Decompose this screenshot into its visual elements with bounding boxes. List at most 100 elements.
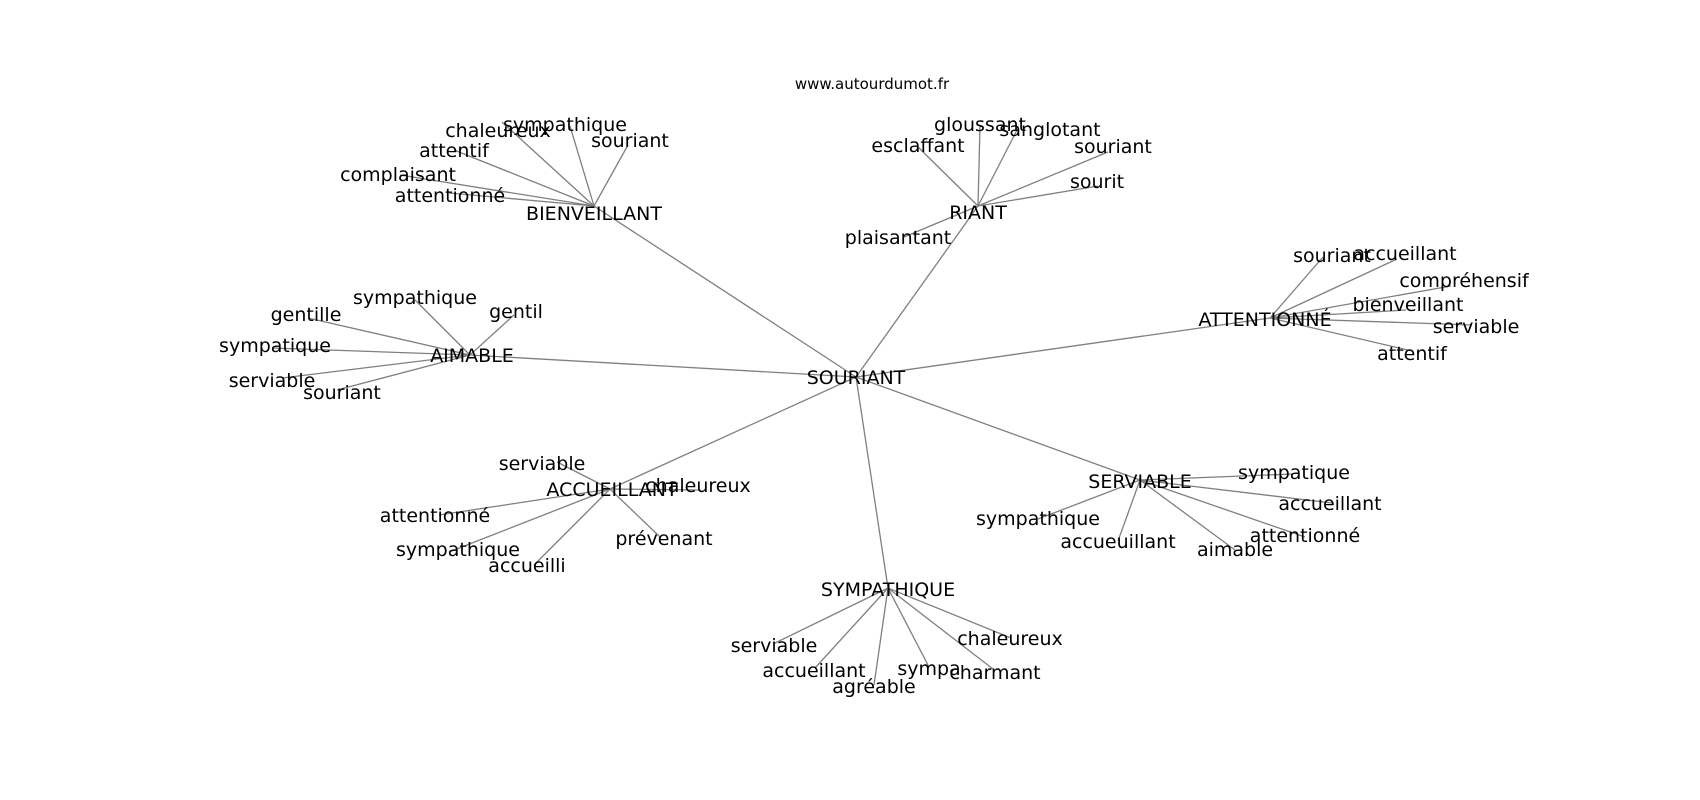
word-node-label: attentif bbox=[419, 140, 490, 162]
word-node-label: sympathique bbox=[503, 114, 627, 136]
edge-group-to-word bbox=[1139, 479, 1236, 551]
edge-group-to-word bbox=[1037, 479, 1141, 520]
edge-center-to-group bbox=[855, 205, 979, 378]
edge-group-to-word bbox=[469, 314, 515, 356]
edge-group-to-word bbox=[1139, 479, 1306, 538]
word-node-label: accueuillant bbox=[1060, 531, 1175, 553]
edge-group-to-word bbox=[887, 587, 930, 668]
edge-group-to-word bbox=[977, 129, 1018, 207]
edge-group-to-word bbox=[1139, 479, 1333, 504]
word-node-label: compréhensif bbox=[1399, 270, 1530, 292]
word-node-label: sympatique bbox=[1238, 462, 1350, 484]
edge-group-to-word bbox=[453, 149, 595, 207]
word-node-label: souriant bbox=[1293, 245, 1371, 267]
word-node-label: attentionné bbox=[380, 505, 490, 527]
word-node-label: agréable bbox=[832, 676, 915, 698]
graph-edges bbox=[271, 121, 1473, 686]
word-node-label: attentif bbox=[1377, 343, 1448, 365]
word-node-label: gentille bbox=[271, 304, 342, 326]
center-node-label: SOURIANT bbox=[807, 367, 906, 389]
edge-center-to-group bbox=[609, 376, 857, 490]
edge-group-to-word bbox=[1269, 309, 1407, 319]
word-node-label: aimable bbox=[1197, 539, 1273, 561]
word-node-label: sympatique bbox=[219, 335, 331, 357]
edge-center-to-group bbox=[855, 376, 889, 589]
word-node-label: gentil bbox=[489, 301, 543, 323]
edge-group-to-word bbox=[1269, 285, 1452, 319]
edge-group-to-word bbox=[414, 299, 471, 356]
group-node-label: AIMABLE bbox=[430, 345, 514, 367]
word-node-label: attentionné bbox=[395, 185, 505, 207]
word-node-label: charmant bbox=[949, 662, 1040, 684]
edge-group-to-word bbox=[271, 347, 471, 356]
edge-group-to-word bbox=[438, 488, 611, 516]
word-node-label: accueillant bbox=[1353, 243, 1456, 265]
word-node-label: chaleureux bbox=[957, 628, 1063, 650]
edge-group-to-word bbox=[448, 192, 595, 207]
edge-group-to-word bbox=[903, 205, 979, 238]
word-node-label: complaisant bbox=[340, 164, 456, 186]
group-node-label: SERVIABLE bbox=[1088, 471, 1191, 493]
group-node-label: RIANT bbox=[949, 202, 1007, 224]
word-node-label: prévenant bbox=[615, 528, 712, 550]
edge-group-to-word bbox=[1269, 256, 1324, 319]
edge-group-to-word bbox=[501, 121, 595, 207]
word-node-label: bienveillant bbox=[1353, 294, 1464, 316]
word-node-label: serviable bbox=[499, 453, 586, 475]
source-site-label: www.autourdumot.fr bbox=[795, 75, 950, 93]
word-node-label: esclaffant bbox=[871, 135, 964, 157]
edge-group-to-word bbox=[609, 488, 700, 491]
word-node-label: attentionné bbox=[1250, 525, 1360, 547]
word-node-label: gloussant bbox=[934, 114, 1026, 136]
edge-group-to-word bbox=[873, 587, 889, 686]
word-node-label: plaisantant bbox=[845, 227, 951, 249]
edge-group-to-word bbox=[336, 354, 471, 391]
edge-center-to-group bbox=[593, 205, 857, 378]
edge-group-to-word bbox=[814, 587, 889, 669]
word-node-label: sympa bbox=[897, 658, 960, 680]
edge-group-to-word bbox=[609, 488, 661, 538]
word-node-label: chaleureux bbox=[445, 120, 551, 142]
word-node-label: souriant bbox=[591, 130, 669, 152]
word-node-label: serviable bbox=[731, 635, 818, 657]
word-node-label: accueilli bbox=[488, 555, 565, 577]
word-node-label: souriant bbox=[303, 382, 381, 404]
word-node-label: sympathique bbox=[976, 508, 1100, 530]
edge-group-to-word bbox=[887, 587, 994, 670]
edge-group-to-word bbox=[977, 125, 981, 207]
word-node-label: serviable bbox=[229, 370, 316, 392]
edge-group-to-word bbox=[307, 317, 471, 356]
group-node-label: SYMPATHIQUE bbox=[821, 579, 955, 601]
edge-group-to-word bbox=[399, 174, 595, 207]
edge-group-to-word bbox=[1269, 317, 1473, 326]
edge-group-to-word bbox=[281, 354, 471, 379]
edge-group-to-word bbox=[593, 144, 629, 207]
word-node-label: accueillant bbox=[762, 660, 865, 682]
group-node-label: ACCUEILLANT bbox=[546, 479, 678, 501]
group-node-label: ATTENTIONNÉ bbox=[1198, 308, 1331, 331]
edge-center-to-group bbox=[855, 376, 1141, 481]
word-node-label: accueillant bbox=[1278, 493, 1381, 515]
graph-labels: www.autourdumot.fr SOURIANT chaleureuxsy… bbox=[219, 75, 1530, 698]
edge-group-to-word bbox=[569, 125, 595, 207]
edge-group-to-word bbox=[917, 146, 979, 207]
edge-center-to-group bbox=[855, 317, 1271, 378]
edge-group-to-word bbox=[1139, 473, 1294, 481]
edge-group-to-word bbox=[556, 461, 611, 490]
edge-group-to-word bbox=[887, 587, 1012, 639]
edge-group-to-word bbox=[772, 587, 889, 645]
word-node-label: chaleureux bbox=[645, 475, 751, 497]
edge-group-to-word bbox=[1117, 479, 1141, 542]
word-node-label: sourit bbox=[1070, 171, 1124, 193]
word-node-label: sanglotant bbox=[999, 119, 1100, 141]
edge-center-to-group bbox=[469, 354, 857, 378]
word-node-label: souriant bbox=[1074, 136, 1152, 158]
edge-group-to-word bbox=[1269, 258, 1398, 319]
word-node-label: serviable bbox=[1433, 316, 1520, 338]
edge-group-to-word bbox=[1269, 317, 1413, 352]
edge-group-to-word bbox=[977, 151, 1109, 207]
edge-group-to-word bbox=[448, 488, 611, 553]
edge-group-to-word bbox=[533, 488, 611, 566]
word-node-label: sympathique bbox=[353, 287, 477, 309]
